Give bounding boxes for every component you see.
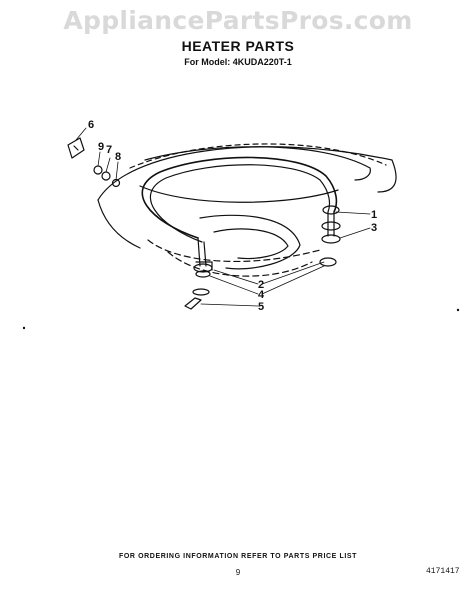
page-title: HEATER PARTS <box>181 38 295 54</box>
part-7-nut <box>101 171 111 181</box>
left-terminal-washer <box>195 270 211 278</box>
callout-5: 5 <box>258 301 264 313</box>
page-number: 9 <box>235 568 241 577</box>
right-terminal-nut <box>321 221 341 231</box>
model-subtitle: For Model: 4KUDA220T-1 <box>184 57 292 67</box>
tub-rim-lower <box>97 199 141 249</box>
tub-inner-wall <box>139 185 339 203</box>
heater-element-inner <box>149 164 331 243</box>
callout-2: 2 <box>258 279 264 291</box>
watermark-logo: AppliancePartsPros.com <box>63 6 413 35</box>
sump-inner <box>213 228 289 260</box>
callout-9: 9 <box>98 141 104 153</box>
callout-7: 7 <box>106 144 112 156</box>
right-terminal-shaft <box>327 211 335 237</box>
callout-1: 1 <box>371 209 377 221</box>
tub-rim-lip <box>144 146 371 181</box>
callout-8: 8 <box>115 151 121 163</box>
left-clip <box>184 297 202 310</box>
tub-rim-dashed <box>129 143 387 169</box>
callout-6: 6 <box>88 119 94 131</box>
right-terminal-washer <box>321 234 341 244</box>
heater-element <box>141 156 338 239</box>
tub-inner-dashed <box>147 239 321 262</box>
tub-inner-dashed-2 <box>167 251 313 277</box>
sump-bowl <box>199 214 301 270</box>
document-number: 4171417 <box>426 567 460 576</box>
part-9-washer <box>93 165 103 175</box>
part-6-bracket <box>67 137 85 159</box>
left-terminal-bracket <box>195 261 213 271</box>
ordering-note: FOR ORDERING INFORMATION REFER TO PARTS … <box>118 553 358 560</box>
right-lower-washer <box>319 257 337 267</box>
tub-outer-rim <box>97 146 397 201</box>
callout-4: 4 <box>258 289 265 301</box>
callout-3: 3 <box>371 222 377 234</box>
right-terminal-top <box>322 205 340 215</box>
left-lower-washer <box>192 288 210 296</box>
